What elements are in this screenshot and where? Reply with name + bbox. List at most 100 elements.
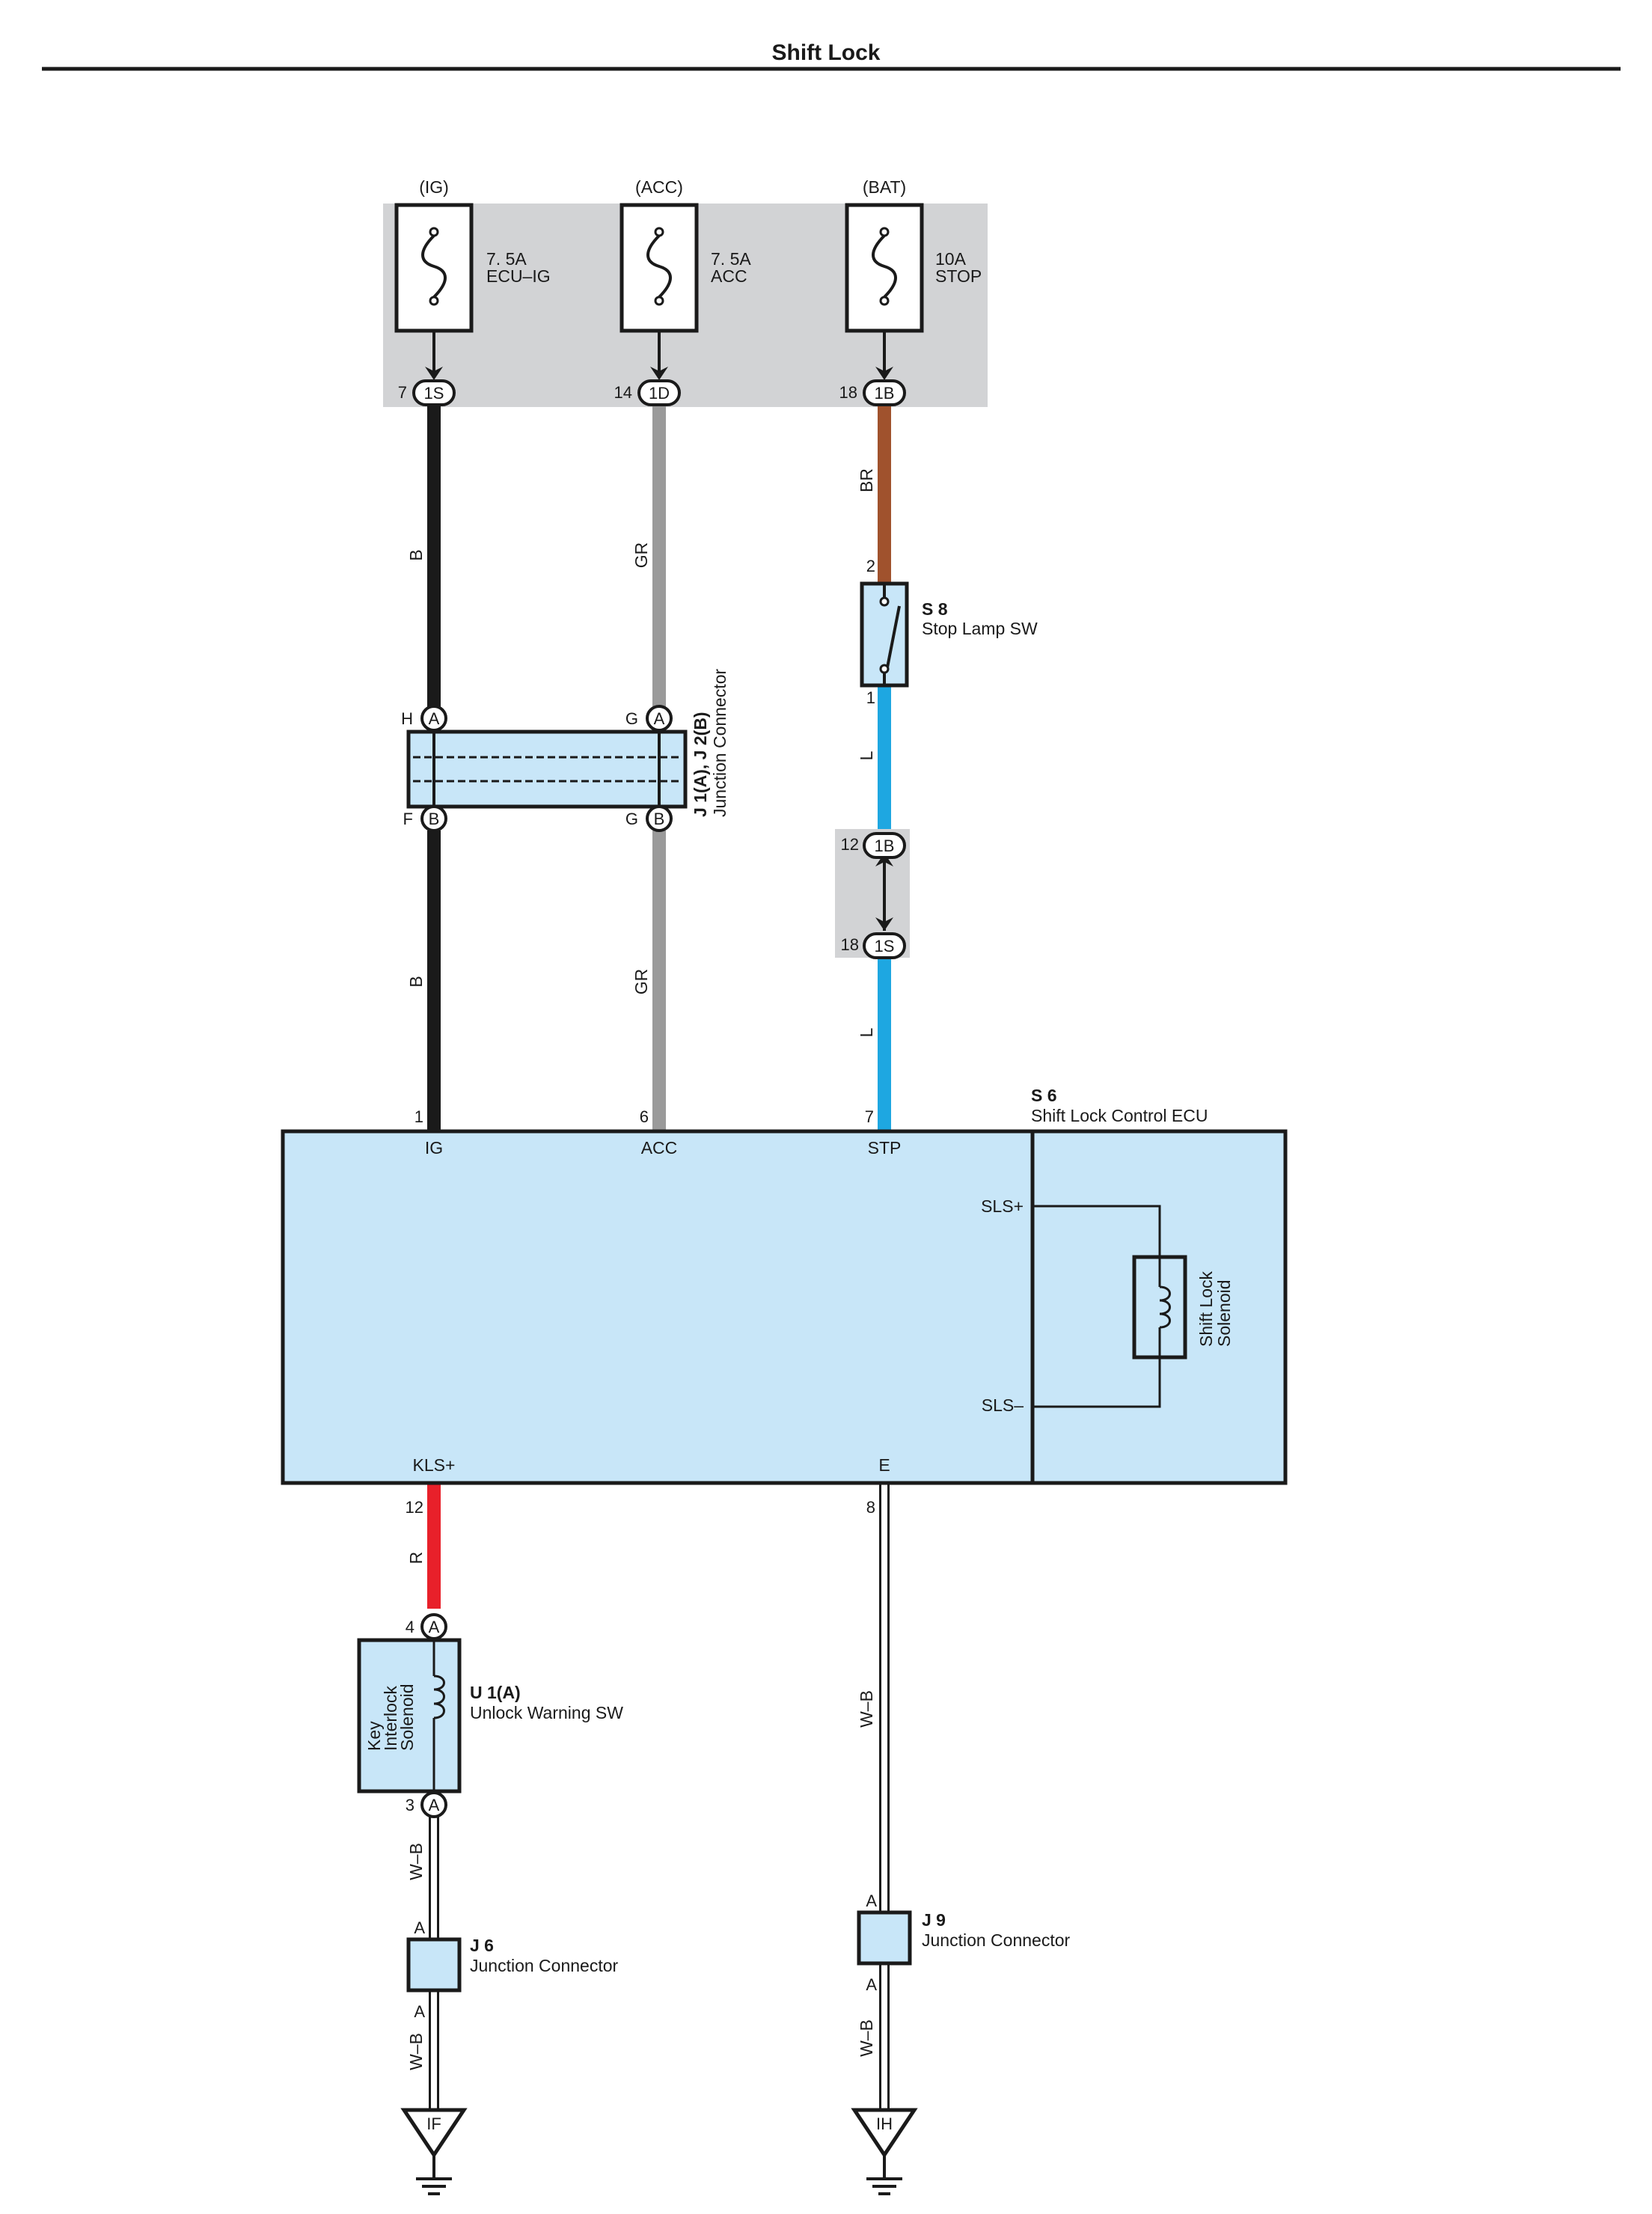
junction-terminal <box>646 805 673 832</box>
connector-oval <box>863 832 906 859</box>
j9-body <box>857 1910 912 1966</box>
solenoid-wire <box>1032 1205 1161 1257</box>
junction-connector-j6: A A J 6 Junction Connector <box>406 1918 619 2021</box>
connector-code: 1S <box>424 384 444 403</box>
junction-pin: G <box>625 709 638 728</box>
fuse-element-icon <box>872 234 897 299</box>
ground-point-icon <box>400 2108 468 2159</box>
switch-blade-icon <box>886 605 901 668</box>
ecu-pin-number: 6 <box>640 1107 649 1126</box>
ground-label: IH <box>876 2114 893 2133</box>
junction-conn-letter: B <box>654 810 665 828</box>
solenoid-label: Shift Lock <box>1196 1271 1216 1347</box>
ecu-terminal-label: ACC <box>641 1138 678 1158</box>
fuse-source-label: (IG) <box>419 177 449 197</box>
wires <box>427 398 891 2110</box>
component-name: Junction Connector <box>470 1956 619 1975</box>
wire-label: GR <box>631 969 651 995</box>
switch-pin-bottom: 1 <box>866 688 875 707</box>
connector-arrow-icon <box>875 367 893 380</box>
switch-contact <box>879 664 890 674</box>
unlock-sw-conn-letter: A <box>429 1796 440 1814</box>
j6-body <box>406 1937 462 1993</box>
fuse-rating: 7. 5A <box>486 249 527 269</box>
ground-if: IF <box>400 2108 468 2195</box>
unlock-sw-pin: 4 <box>406 1618 414 1636</box>
fuse-element-icon <box>646 234 672 299</box>
junction-terminal <box>646 705 673 732</box>
solenoid-wire <box>1032 1357 1161 1408</box>
ecu-terminal-label: E <box>878 1455 890 1475</box>
fuse-terminal <box>429 227 439 237</box>
wire-labels: B GR BR L B GR L R W–B W–B W–B W–B <box>406 468 876 2070</box>
connector-code: 1D <box>649 384 670 403</box>
fuse-source-label: (BAT) <box>863 177 906 197</box>
connector-arrow-down-icon <box>875 917 893 931</box>
connector-pin-number: 18 <box>839 383 857 402</box>
wire-label: L <box>857 750 876 760</box>
fuse-terminal <box>654 227 664 237</box>
component-name: Unlock Warning SW <box>470 1703 623 1722</box>
wire-label: R <box>406 1552 426 1565</box>
ecu-pin-number: 8 <box>866 1498 875 1517</box>
ecu-terminal-label: STP <box>868 1138 902 1158</box>
junction-conn-letter: A <box>429 709 440 728</box>
component-id: S 6 <box>1031 1086 1057 1105</box>
junction-pin: H <box>401 709 413 728</box>
fuse-rating: 7. 5A <box>711 249 751 269</box>
connector-oval <box>637 379 681 406</box>
fuse-name: ACC <box>711 266 747 286</box>
fuse-element-icon <box>421 234 447 299</box>
ecu-pin-number: 7 <box>865 1107 874 1126</box>
unlock-sw-label: Key <box>364 1721 384 1751</box>
coil-icon <box>433 1675 445 1719</box>
component-id: J 9 <box>922 1910 946 1930</box>
wire-label: B <box>406 549 426 560</box>
connector-code: 1B <box>875 837 895 855</box>
wire-label: W–B <box>857 1690 876 1728</box>
junction-terminal <box>420 805 447 832</box>
unlock-sw-conn-letter: A <box>429 1618 440 1636</box>
connector-pin-number: 7 <box>398 383 407 402</box>
ground-label: IF <box>426 2114 441 2133</box>
j9-pin: A <box>866 1975 877 1994</box>
ecu-body <box>281 1129 1288 1485</box>
j6-pin: A <box>414 2002 425 2021</box>
component-name: Junction Connector <box>922 1930 1071 1950</box>
component-id: J 1(A), J 2(B) <box>691 712 710 817</box>
ecu-terminal-label: KLS+ <box>413 1455 456 1475</box>
ground-point-icon <box>851 2108 918 2159</box>
inline-connector: 12 1B 18 1S <box>835 829 910 959</box>
fuse-name: STOP <box>935 266 982 286</box>
fuse-source-label: (ACC) <box>635 177 683 197</box>
junction-terminal <box>420 705 447 732</box>
fuse-stop: (BAT) 10A STOP <box>845 177 982 380</box>
unlock-sw-terminal <box>420 1791 447 1818</box>
ecu-pin-number: 12 <box>406 1498 423 1517</box>
fuse-ecu-ig: (IG) 7. 5A ECU–IG <box>394 177 551 380</box>
fuse-acc: (ACC) 7. 5A ACC <box>620 177 751 380</box>
wire-label: GR <box>631 542 651 569</box>
ground-ih: IH <box>851 2108 918 2195</box>
junction-connector-j9: A A J 9 Junction Connector <box>857 1892 1071 1994</box>
connector-pin-number: 18 <box>841 935 859 954</box>
connector-oval <box>863 932 906 959</box>
connector-pin-number: 12 <box>841 835 859 854</box>
unlock-sw-label: Interlock <box>381 1686 400 1751</box>
fuse-rating: 10A <box>935 249 967 269</box>
connector-oval <box>412 379 456 406</box>
ecu-pin-number: 1 <box>414 1107 423 1126</box>
unlock-sw-terminal <box>420 1613 447 1640</box>
junction-body <box>406 730 688 809</box>
fuse-terminal <box>879 296 890 306</box>
unlock-warning-switch: Key Interlock Solenoid 4 A 3 A U 1(A) Un… <box>357 1613 623 1818</box>
component-id: S 8 <box>922 599 948 619</box>
component-name: Junction Connector <box>710 668 729 817</box>
wire-label: BR <box>857 468 876 492</box>
component-name: Shift Lock Control ECU <box>1031 1106 1208 1125</box>
fuse-terminal <box>879 227 890 237</box>
component-id: J 6 <box>470 1936 494 1955</box>
junction-connector-j1-j2: H A G A F B G B J 1(A), J 2(B) Junction … <box>401 668 729 832</box>
